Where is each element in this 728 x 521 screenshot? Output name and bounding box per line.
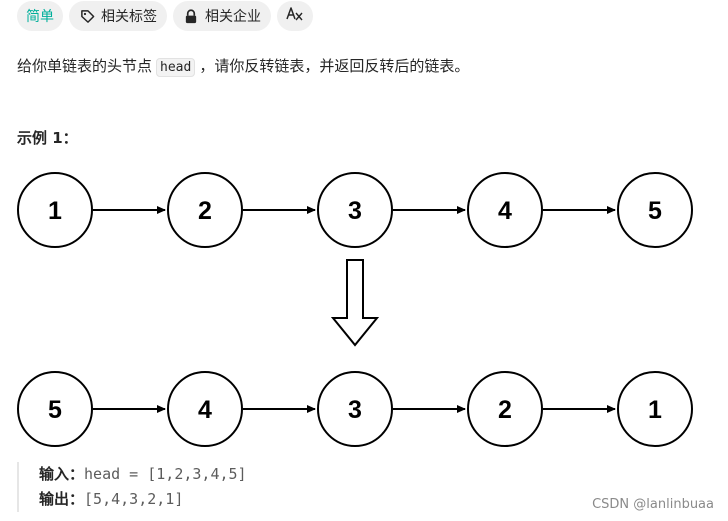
difficulty-label: 简单 (26, 9, 54, 25)
inline-code-head: head (156, 58, 196, 77)
lock-icon (183, 8, 199, 24)
reverse-down-arrow (330, 259, 380, 347)
problem-tags: 简单 相关标签 相关企业 (17, 1, 313, 31)
bottom-node-5 (617, 371, 693, 447)
top-node-5 (617, 172, 693, 248)
difficulty-tag[interactable]: 简单 (17, 1, 63, 31)
top-node-1 (17, 172, 93, 248)
input-value: head = [1,2,3,4,5] (84, 465, 247, 483)
bottom-node-label-1: 5 (48, 396, 62, 424)
top-node-label-1: 1 (48, 197, 62, 225)
translate-button[interactable] (277, 1, 313, 31)
output-label: 输出： (39, 490, 85, 508)
bottom-node-1 (17, 371, 93, 447)
bottom-node-3 (317, 371, 393, 447)
bottom-node-label-5: 1 (648, 396, 662, 424)
translate-icon (286, 6, 304, 26)
top-node-label-4: 4 (498, 197, 512, 225)
description-text-after: ，请你反转链表，并返回反转后的链表。 (199, 57, 470, 75)
related-companies-label: 相关企业 (205, 9, 261, 25)
bottom-node-4 (467, 371, 543, 447)
top-list-row: 1 2 3 4 5 (17, 172, 693, 248)
input-label: 输入： (39, 465, 85, 483)
bottom-node-2 (167, 371, 243, 447)
output-value: [5,4,3,2,1] (84, 490, 184, 508)
related-companies-tag[interactable]: 相关企业 (173, 1, 271, 31)
bottom-node-label-3: 3 (348, 396, 362, 424)
top-node-label-3: 3 (348, 197, 362, 225)
related-topics-label: 相关标签 (101, 9, 157, 25)
tag-icon (79, 8, 95, 24)
description-text-before: 给你单链表的头节点 (17, 57, 153, 75)
top-node-label-5: 5 (648, 197, 662, 225)
related-topics-tag[interactable]: 相关标签 (69, 1, 167, 31)
output-line: 输出：[5,4,3,2,1] (39, 487, 247, 512)
example-io-block: 输入：head = [1,2,3,4,5] 输出：[5,4,3,2,1] (17, 462, 247, 512)
watermark: CSDN @lanlinbuaa (592, 497, 714, 512)
bottom-node-label-4: 2 (498, 396, 512, 424)
top-node-2 (167, 172, 243, 248)
example-title: 示例 1： (17, 129, 78, 147)
top-node-label-2: 2 (198, 197, 212, 225)
input-line: 输入：head = [1,2,3,4,5] (39, 462, 247, 487)
bottom-list-row: 5 4 3 2 1 (17, 371, 693, 447)
top-node-4 (467, 172, 543, 248)
bottom-node-label-2: 4 (198, 396, 212, 424)
linked-list-diagram: 1 2 3 4 5 5 4 3 2 1 (17, 172, 693, 447)
top-node-3 (317, 172, 393, 248)
